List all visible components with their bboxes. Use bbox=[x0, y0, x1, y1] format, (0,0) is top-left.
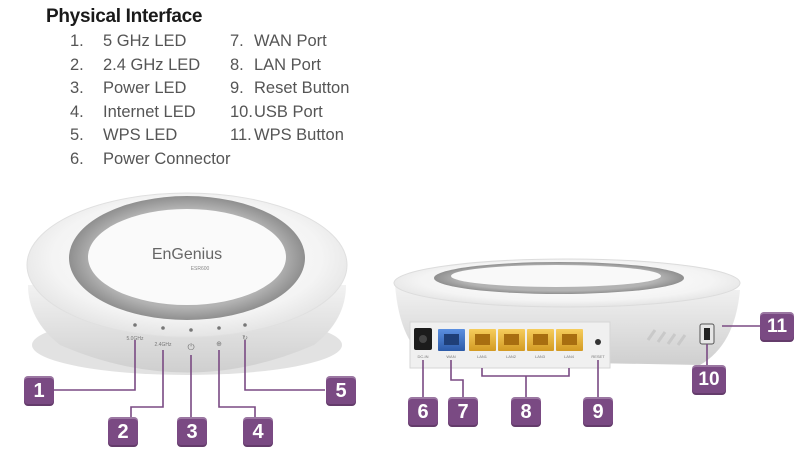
leader-line-8-bracket bbox=[481, 368, 570, 377]
item-label: Power LED bbox=[103, 79, 187, 97]
item-number: 11. bbox=[230, 126, 252, 144]
router-back-ring-center bbox=[451, 265, 661, 287]
port-label-reset: RESET bbox=[591, 354, 605, 359]
lan-port-socket bbox=[475, 334, 490, 345]
callout-badge-10: 10 bbox=[692, 365, 726, 395]
side-vents bbox=[646, 329, 687, 346]
item-number: 1. bbox=[70, 32, 84, 50]
callout-badge-8: 8 bbox=[511, 397, 541, 427]
led-power bbox=[189, 328, 193, 332]
leader-lines-back bbox=[422, 325, 760, 398]
callout-badge-2: 2 bbox=[108, 417, 138, 447]
leader-line-1 bbox=[54, 340, 136, 391]
leader-line-2 bbox=[130, 350, 164, 418]
item-number: 2. bbox=[70, 55, 84, 74]
power-icon: ⏻ bbox=[187, 342, 194, 353]
led-label-24ghz: 2.4GHz bbox=[155, 342, 172, 348]
item-label: 2.4 GHz LED bbox=[103, 55, 201, 74]
item-number: 7. bbox=[230, 32, 244, 50]
port-label-lan2: LAN2 bbox=[506, 354, 517, 359]
callout-badge-7: 7 bbox=[448, 397, 478, 427]
item-label: WPS Button bbox=[254, 126, 344, 144]
led-5ghz bbox=[133, 323, 137, 327]
callout-badge-9: 9 bbox=[583, 397, 613, 427]
router-ring-center bbox=[88, 209, 286, 305]
lan-port-socket bbox=[562, 334, 577, 345]
callout-badge-3: 3 bbox=[177, 417, 207, 447]
led-wps bbox=[243, 323, 247, 327]
callout-badge-5: 5 bbox=[326, 376, 356, 406]
item-label: WAN Port bbox=[254, 32, 327, 50]
item-label: Reset Button bbox=[254, 79, 350, 97]
lan-port-socket bbox=[533, 334, 548, 345]
item-number: 8. bbox=[230, 55, 244, 74]
led-24ghz bbox=[161, 326, 165, 330]
item-number: 4. bbox=[70, 102, 84, 121]
globe-icon: ⊕ bbox=[216, 340, 222, 348]
page-title: Physical Interface bbox=[46, 6, 203, 27]
router-back-view: DC-IN WAN LAN1 LAN2 LAN3 LAN4 RESET bbox=[393, 258, 760, 398]
led-label-5ghz: 5.0GHz bbox=[127, 336, 144, 342]
item-label: WPS LED bbox=[103, 126, 178, 144]
item-number: 3. bbox=[70, 79, 84, 97]
item-label: USB Port bbox=[254, 102, 323, 121]
callout-badge-6: 6 bbox=[408, 397, 438, 427]
item-number: 10. bbox=[230, 102, 253, 121]
item-label: 5 GHz LED bbox=[103, 32, 187, 50]
port-label-wan: WAN bbox=[446, 354, 455, 359]
wan-port-socket bbox=[444, 334, 459, 345]
item-label: Power Connector bbox=[103, 149, 231, 168]
port-label-dcin: DC-IN bbox=[417, 354, 428, 359]
leader-line-7 bbox=[450, 360, 464, 398]
leader-line-4 bbox=[218, 350, 256, 418]
dc-in-pin bbox=[419, 335, 427, 343]
leader-line-5 bbox=[244, 340, 325, 391]
port-label-lan3: LAN3 bbox=[535, 354, 546, 359]
led-internet bbox=[217, 326, 221, 330]
callout-badge-4: 4 bbox=[243, 417, 273, 447]
callout-badge-1: 1 bbox=[24, 376, 54, 406]
lan-port-socket bbox=[504, 334, 519, 345]
router-front-view: EnGenius ESR600 5.0GHz 2.4GHz ⏻ ⊕ ↻ bbox=[26, 192, 348, 418]
port-label-lan1: LAN1 bbox=[477, 354, 488, 359]
item-label: Internet LED bbox=[103, 102, 196, 121]
reset-button bbox=[595, 339, 601, 345]
brand-logo: EnGenius bbox=[152, 246, 222, 263]
item-label: LAN Port bbox=[254, 55, 321, 74]
usb-socket bbox=[704, 328, 710, 340]
leader-lines-front bbox=[54, 340, 325, 418]
port-label-lan4: LAN4 bbox=[564, 354, 575, 359]
callout-badge-11: 11 bbox=[760, 312, 794, 342]
item-number: 6. bbox=[70, 149, 84, 168]
wps-icon: ↻ bbox=[242, 334, 248, 342]
item-number: 9. bbox=[230, 79, 244, 97]
model-label: ESR600 bbox=[191, 266, 210, 272]
item-number: 5. bbox=[70, 126, 84, 144]
